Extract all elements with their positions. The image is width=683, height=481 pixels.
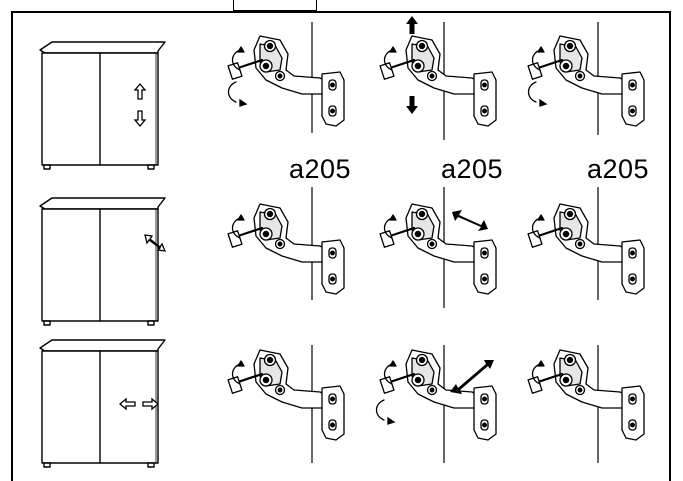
left-right-arrows-icon [118, 397, 160, 411]
hinge-r1-c1 [226, 34, 346, 128]
hinge-r3-c1 [226, 348, 346, 442]
cabinet-row-1 [39, 41, 166, 170]
vertical-arrow-icon [406, 16, 418, 114]
page-frame [11, 11, 671, 481]
header-tab [233, 0, 317, 11]
hinge-r2-c2 [378, 202, 498, 296]
cabinet-row-3 [39, 339, 166, 468]
part-label-1: a205 [289, 154, 352, 184]
cabinet-row-2 [39, 197, 167, 326]
part-label-2: a205 [441, 154, 504, 184]
diagonal-double-arrow-icon [144, 234, 167, 252]
hinge-r1-c3 [526, 34, 646, 128]
hinge-r2-c1 [226, 202, 346, 296]
up-down-arrows-icon [133, 82, 147, 128]
hinge-r3-c3 [526, 348, 646, 442]
lateral-arrow-icon [450, 360, 494, 394]
hinge-r2-c3 [526, 202, 646, 296]
part-label-3: a205 [587, 154, 650, 184]
depth-arrow-icon [452, 210, 488, 231]
hinge-r1-c2 [378, 16, 498, 128]
hinge-r3-c2 [375, 348, 498, 442]
